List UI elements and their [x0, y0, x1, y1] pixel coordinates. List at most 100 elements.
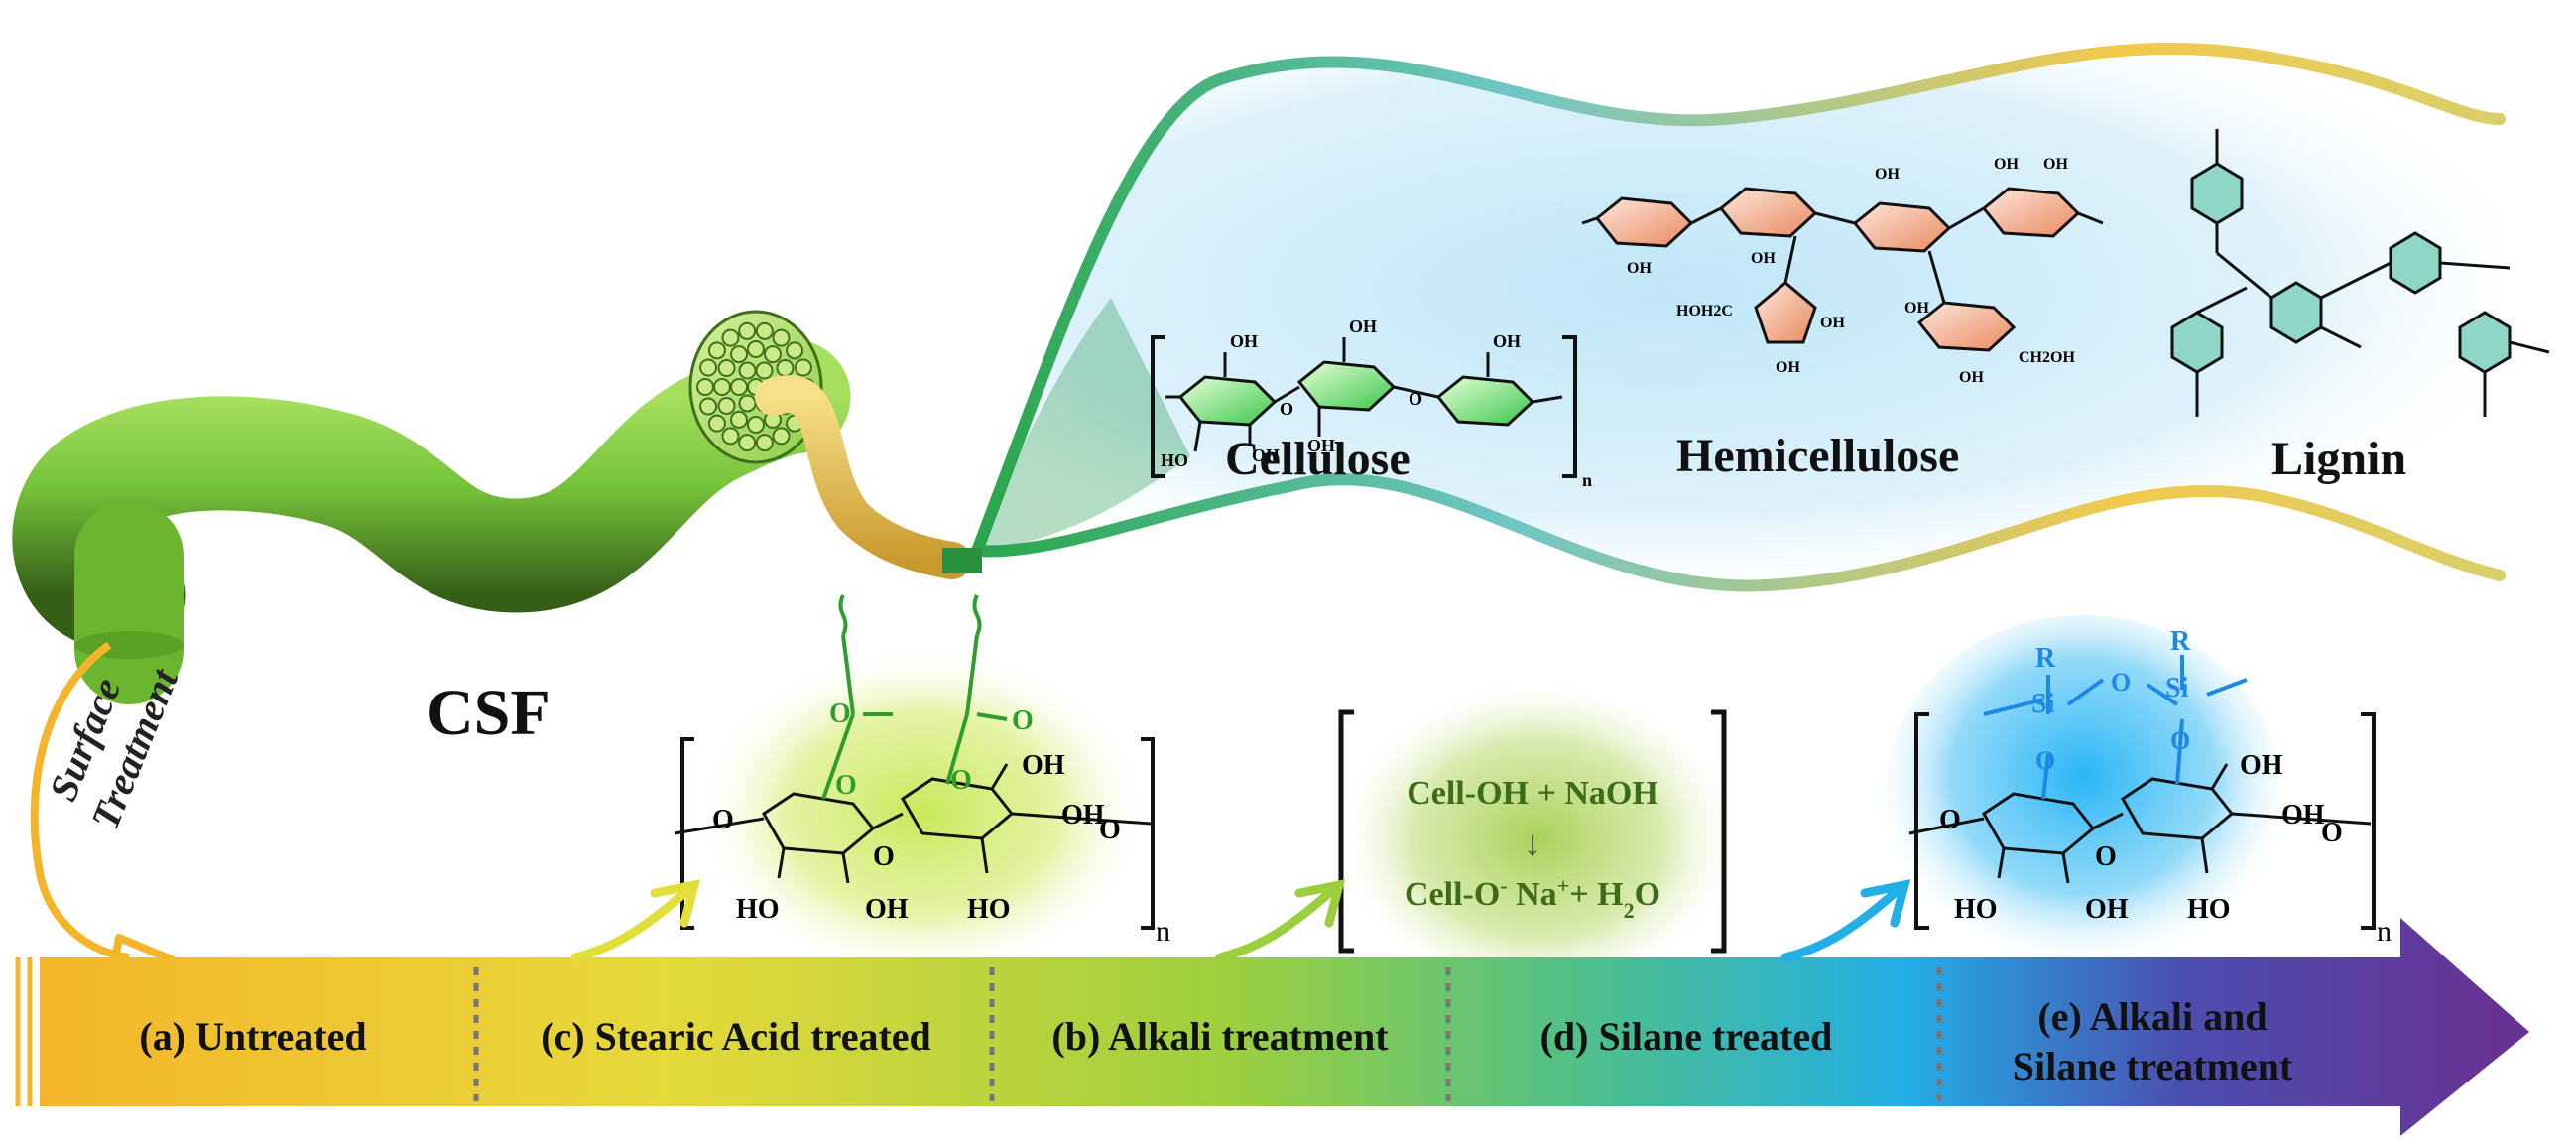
fiber-tip [755, 375, 971, 579]
microfibril-circle [738, 434, 757, 452]
silane-o-4: O [1939, 805, 1961, 835]
stage-label-alkali: (b) Alkali treatment [1051, 1014, 1389, 1059]
alkali-line2: Cell-O- Na++ H2O [1405, 873, 1660, 923]
stage-label-untreated: (a) Untreated [139, 1014, 366, 1059]
hemi-oh-7: OH [1776, 359, 1800, 376]
stearic-o-6: O [873, 841, 895, 872]
lignin-label: Lignin [2271, 433, 2406, 485]
zoom-wave-bottom [971, 473, 2506, 592]
hemi-oh-2: OH [1751, 250, 1776, 267]
cellulose-structure: OH OH OH OH OH HO O O n [1151, 317, 1592, 490]
stage-label-alkali-silane-1: (e) Alkali and [2037, 994, 2267, 1039]
silane-o-2: O [2035, 746, 2055, 775]
silane-structure: R R Si Si O O O O O O OH OH OH HO HO n [1908, 626, 2392, 948]
microfibril-circle [747, 340, 765, 358]
alkali-arrow: ↓ [1524, 824, 1541, 863]
microfibril-circle [730, 378, 748, 396]
fiber-label: CSF [427, 677, 551, 749]
microfibril-circle [786, 341, 804, 360]
silane-n: n [2377, 915, 2392, 948]
microfibril-circle [696, 378, 714, 396]
microfibril-circle [721, 427, 740, 446]
silane-o-1: O [2111, 668, 2131, 697]
microfibril-circle [713, 378, 731, 396]
microfibril-circle [738, 394, 757, 413]
microfibril-circle [772, 328, 791, 347]
stearic-o-3: O [835, 770, 857, 801]
process-arrow [40, 918, 2529, 1136]
hemi-oh-1: OH [1627, 260, 1652, 277]
stearic-o-4: O [950, 765, 972, 796]
silane-ho-1: HO [1954, 894, 1998, 925]
stearic-o-5: O [712, 805, 734, 835]
microfibril-circle [707, 341, 726, 360]
hemi-oh-4: OH [1994, 156, 2019, 173]
stearic-n: n [1156, 915, 1170, 948]
silane-o-3: O [2170, 726, 2190, 755]
zoom-wave-top [971, 42, 2506, 557]
arrow-tail-lines [15, 957, 33, 1106]
silane-r-1: R [2035, 643, 2056, 674]
stearic-oh-3: OH [865, 894, 909, 925]
stearic-glow [694, 645, 1151, 982]
microfibril-circle [721, 328, 740, 347]
silane-r-2: R [2170, 626, 2191, 657]
hemi-oh-6: OH [1820, 315, 1845, 331]
stage-up-arrows [570, 879, 1911, 962]
cellulose-o-1: O [1280, 399, 1293, 419]
zoom-cone [977, 298, 1190, 551]
alkali-line1: Cell-OH + NaOH [1407, 775, 1658, 812]
stage-label-stearic: (c) Stearic Acid treated [541, 1014, 931, 1059]
cellulose-o-2: O [1409, 389, 1422, 409]
cellulose-label: Cellulose [1225, 433, 1411, 485]
cellulose-oh-3: OH [1493, 331, 1521, 351]
silane-o-5: O [2095, 841, 2117, 872]
cellulose-oh-1: OH [1230, 331, 1258, 351]
hemi-oh-3: OH [1875, 166, 1900, 183]
cellulose-ho-1: HO [1161, 450, 1188, 470]
silane-oh-2: OH [2281, 800, 2325, 830]
microfibril-circle [755, 434, 774, 452]
silane-oh-1: OH [2240, 750, 2283, 781]
hemi-hoh2c: HOH2C [1676, 303, 1733, 319]
microfibril-circle [738, 321, 757, 340]
microfibril-circle [755, 321, 774, 340]
microfibril-circle [794, 358, 812, 377]
microfibril-circle [730, 410, 748, 429]
stearic-ho-2: HO [967, 894, 1011, 925]
stage-dividers [473, 967, 1942, 1101]
microfibril-circle [699, 397, 718, 416]
cellulose-oh-5: OH [1307, 436, 1335, 455]
silane-si-2: Si [2165, 673, 2189, 703]
stearic-structure: O O O O O O O OH OH OH HO HO n [674, 594, 1170, 948]
cellulose-n: n [1582, 470, 1592, 490]
silane-si-1: Si [2031, 689, 2055, 719]
microfibril-circle [730, 345, 748, 364]
microfibril-circle [776, 359, 795, 377]
stage-label-alkali-silane-2: Silane treatment [2013, 1044, 2293, 1088]
cellulose-oh-2: OH [1349, 317, 1377, 336]
microfibril-circle [738, 361, 757, 380]
stearic-o-7: O [1099, 815, 1121, 845]
microfibril-circle [747, 416, 765, 434]
hemi-ch2oh: CH2OH [2019, 349, 2075, 366]
silane-o-6: O [2321, 818, 2343, 848]
surface-treatment-arrow [30, 641, 130, 961]
silane-oh-3: OH [2085, 894, 2129, 925]
stearic-ho-1: HO [736, 894, 780, 925]
alkali-glow [1349, 690, 1726, 987]
stage-label-silane: (d) Silane treated [1540, 1014, 1833, 1059]
stearic-o-1: O [829, 699, 851, 729]
hemicellulose-structure: OH OH OH OH OH OH OH OH OH HOH2C CH2OH [1581, 156, 2104, 386]
hemi-oh-5: OH [2043, 156, 2068, 173]
stearic-oh-2: OH [1061, 800, 1105, 830]
microfibril-circle [755, 361, 774, 380]
microfibril-circle [699, 358, 718, 377]
stearic-o-2: O [1012, 705, 1034, 736]
microfibril-circle [717, 397, 736, 415]
hemicellulose-label: Hemicellulose [1676, 430, 1959, 482]
microfibril-circle [772, 427, 791, 446]
microfibril-circle [707, 414, 726, 433]
